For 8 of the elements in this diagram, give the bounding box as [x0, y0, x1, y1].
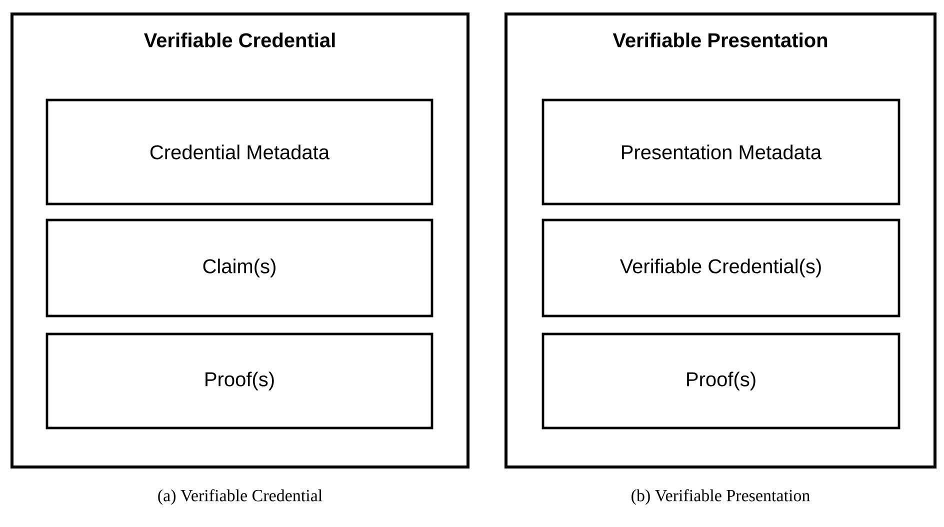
- component-box: Verifiable Credential(s): [542, 218, 900, 318]
- component-box: Proof(s): [46, 332, 434, 430]
- node-label: (a) Verifiable Credential: [158, 489, 322, 505]
- component-box: Presentation Metadata: [542, 98, 900, 206]
- node-label: (b) Verifiable Presentation: [632, 489, 810, 505]
- component-box: Claim(s): [46, 218, 434, 318]
- component-box: Credential Metadata: [46, 98, 434, 206]
- component-box: Proof(s): [542, 332, 900, 430]
